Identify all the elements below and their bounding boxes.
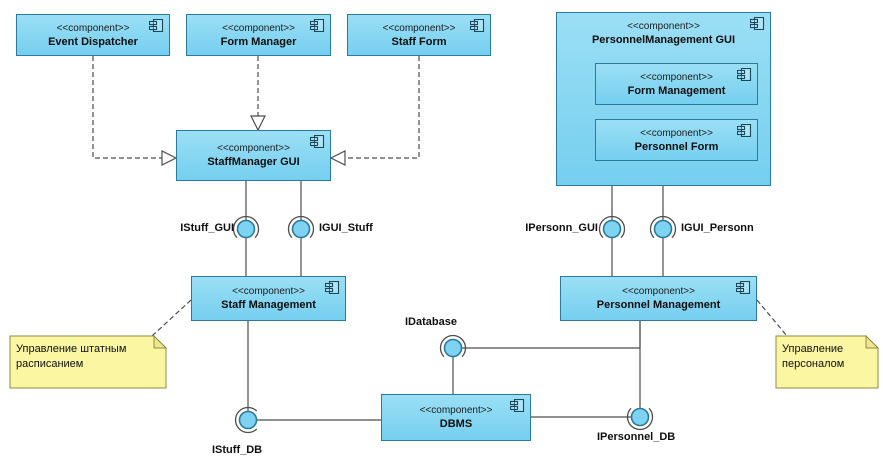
dependency-arrow-event-dispatcher-to-staffmanager-gui[interactable] <box>92 56 178 166</box>
component-stereotype: <<component>> <box>56 22 130 34</box>
component-icon <box>148 18 164 33</box>
component-event-dispatcher[interactable]: <<component>> Event Dispatcher <box>16 14 170 56</box>
note-personnel-shape[interactable] <box>756 299 880 389</box>
component-personnel-form[interactable]: <<component>> Personnel Form <box>595 119 758 161</box>
component-icon <box>736 123 752 138</box>
component-icon <box>309 134 325 149</box>
component-name: StaffManager GUI <box>207 156 300 168</box>
component-icon <box>736 67 752 82</box>
component-staff-form[interactable]: <<component>> Staff Form <box>347 14 491 56</box>
component-name: Staff Form <box>391 35 447 48</box>
component-name: DBMS <box>439 418 473 430</box>
assembly-connector-igui-personn[interactable] <box>649 186 677 276</box>
component-icon <box>309 18 325 33</box>
component-stereotype: <<component>> <box>232 286 305 297</box>
component-name: Event Dispatcher <box>48 35 138 48</box>
component-name: Personnel Management <box>596 299 721 311</box>
interface-label-istuff-gui: IStuff_GUI <box>180 222 234 234</box>
interface-label-idatabase: IDatabase <box>405 316 457 328</box>
component-icon <box>324 280 340 295</box>
component-stereotype: <<component>> <box>217 143 290 154</box>
component-form-manager[interactable]: <<component>> Form Manager <box>186 14 331 56</box>
assembly-connector-istuff-gui[interactable] <box>232 181 260 276</box>
component-stereotype: <<component>> <box>627 21 700 32</box>
component-stereotype: <<component>> <box>382 22 456 34</box>
component-stereotype: <<component>> <box>622 286 695 297</box>
component-staffmanager-gui[interactable]: <<component>> StaffManager GUI <box>176 130 331 181</box>
component-name: Form Management <box>627 84 726 97</box>
component-name: PersonnelManagement GUI <box>591 34 736 46</box>
interface-label-ipersonnel-db: IPersonnel_DB <box>597 431 676 443</box>
component-stereotype: <<component>> <box>222 22 295 34</box>
assembly-connector-idatabase[interactable] <box>439 321 641 394</box>
component-personnelmanagement-gui[interactable]: <<component>> PersonnelManagement GUI <<… <box>556 12 771 186</box>
component-personnel-management[interactable]: <<component>> Personnel Management <box>560 276 757 321</box>
assembly-connector-ipersonnel-db[interactable] <box>531 321 654 431</box>
note-personnel[interactable]: Управление персоналом <box>782 343 845 370</box>
component-icon <box>735 280 751 295</box>
note-staff[interactable]: Управление штатным расписанием <box>16 343 127 370</box>
component-name: Staff Management <box>221 299 316 311</box>
component-stereotype: <<component>> <box>640 127 713 139</box>
component-icon <box>749 16 765 31</box>
component-icon <box>509 398 525 413</box>
component-staff-management[interactable]: <<component>> Staff Management <box>191 276 346 321</box>
component-name: Form Manager <box>220 35 297 48</box>
dependency-arrow-form-manager-to-staffmanager-gui[interactable] <box>250 56 266 132</box>
assembly-connector-ipersonn-gui[interactable] <box>598 186 626 276</box>
component-dbms[interactable]: <<component>> DBMS <box>381 394 531 441</box>
component-name: Personnel Form <box>634 140 719 153</box>
component-stereotype: <<component>> <box>640 71 713 83</box>
note-staff-shape[interactable] <box>9 299 192 389</box>
assembly-connector-igui-stuff[interactable] <box>287 181 315 276</box>
dependency-arrow-staff-form-to-staffmanager-gui[interactable] <box>329 56 420 166</box>
interface-label-igui-personn: IGUI_Personn <box>681 222 754 234</box>
interface-label-ipersonn-gui: IPersonn_GUI <box>525 222 598 234</box>
interface-label-istuff-db: IStuff_DB <box>212 444 263 456</box>
assembly-connector-istuff-db[interactable] <box>234 321 381 434</box>
component-icon <box>469 18 485 33</box>
component-form-management[interactable]: <<component>> Form Management <box>595 63 758 105</box>
component-stereotype: <<component>> <box>419 405 493 416</box>
interface-label-igui-stuff: IGUI_Stuff <box>319 222 373 234</box>
